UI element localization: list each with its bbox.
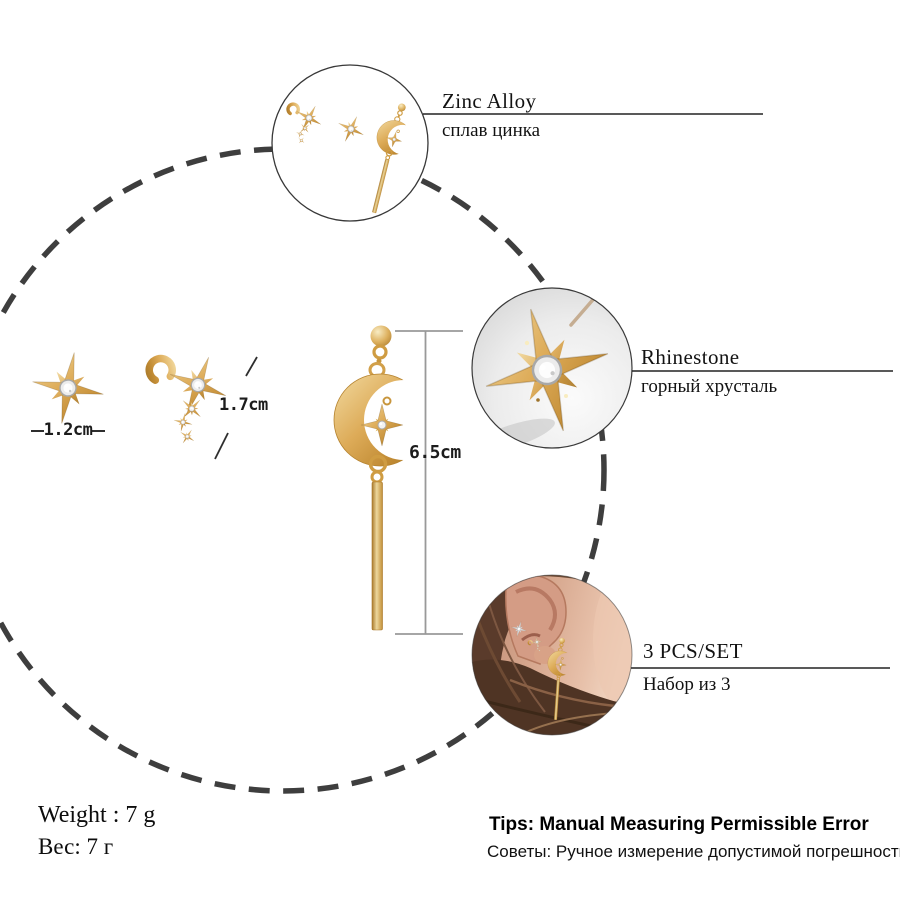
leader-lines [423,113,893,669]
moon-bar-drop-earring [334,326,426,631]
drop-length-measure-lines [395,330,463,635]
rhinestone-subtitle: горный хрусталь [641,376,778,397]
weight-en: Weight : 7 g [38,802,156,828]
rhinestone-title: Rhinestone [641,345,740,369]
callout-circle-rhinestone [471,287,633,449]
dashed-frame-circle [0,146,607,794]
callout-circle-model-ear [471,574,633,736]
stud-width-label: 1.2cm [43,420,93,440]
callout-circle-material [271,64,429,222]
set-subtitle: Набор из 3 [643,674,731,695]
star-stud-earring [25,345,111,431]
material-title: Zinc Alloy [442,89,537,113]
weight-ru: Вес: 7 г [38,834,114,859]
tips-en: Tips: Manual Measuring Permissible Error [489,814,869,835]
set-title: 3 PCS/SET [643,639,743,663]
tips-ru: Советы: Ручное измерение допустимой погр… [487,842,900,861]
dimension-ticks [31,356,258,460]
cuff-height-label: 1.7cm [219,395,268,415]
drop-length-label: 6.5cm [409,442,461,463]
model-ear-photo [472,575,632,735]
material-subtitle: сплав цинка [442,120,541,141]
